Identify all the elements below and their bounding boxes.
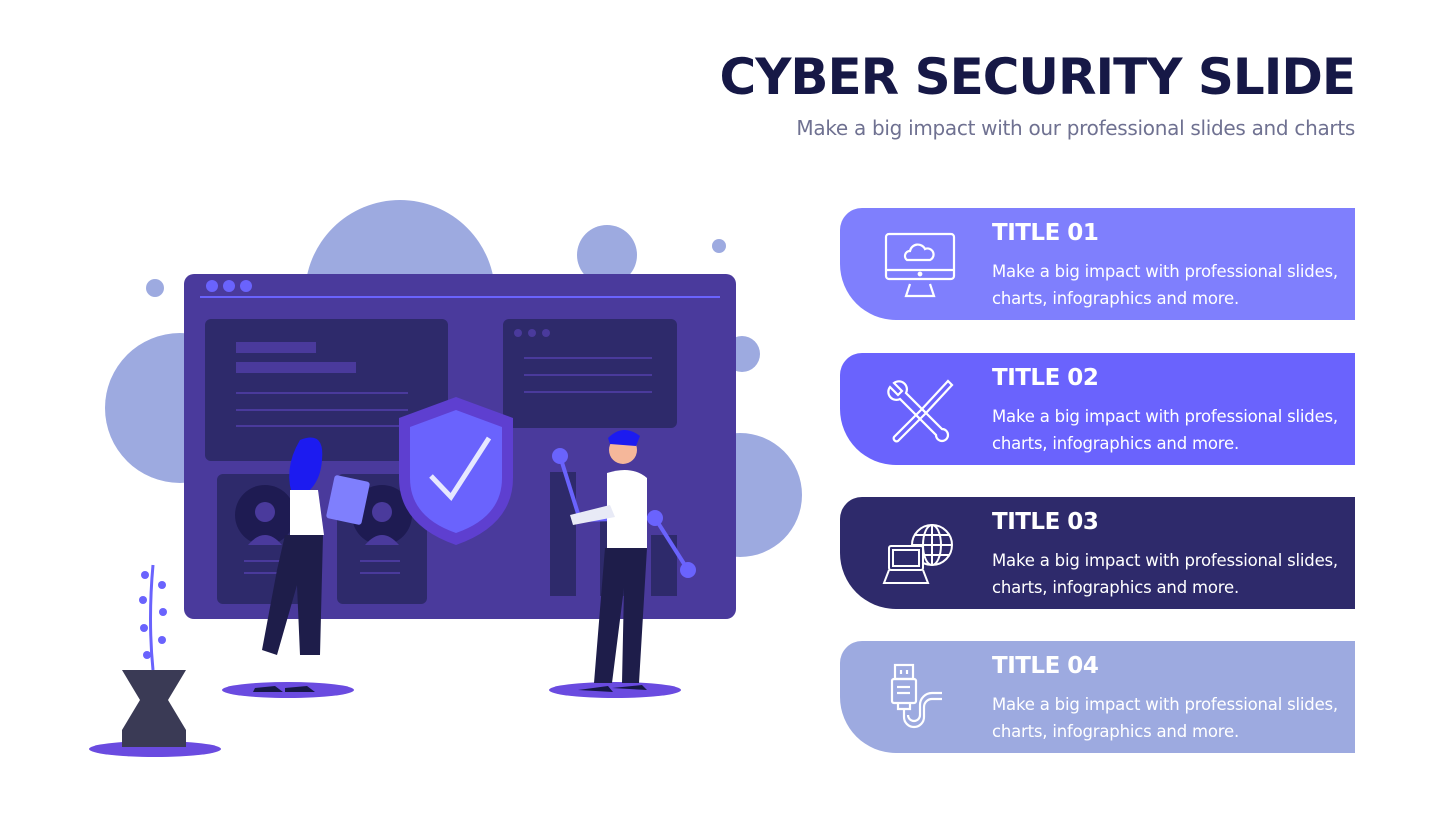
man-figure xyxy=(549,429,681,698)
card-title-04: TITLE 04 Make a big impact with professi… xyxy=(840,641,1355,753)
page-subtitle: Make a big impact with our professional … xyxy=(796,116,1355,140)
woman-figure xyxy=(222,437,370,698)
cloud-monitor-icon xyxy=(884,232,956,298)
card-title: TITLE 01 xyxy=(992,220,1099,246)
card-title: TITLE 02 xyxy=(992,365,1099,391)
card-title-03: TITLE 03 Make a big impact with professi… xyxy=(840,497,1355,609)
card-description: Make a big impact with professional slid… xyxy=(992,551,1338,597)
potted-plant xyxy=(89,564,221,757)
usb-cable-icon xyxy=(890,663,942,729)
shield-check-icon xyxy=(399,397,513,545)
card-title-01: TITLE 01 Make a big impact with professi… xyxy=(840,208,1355,320)
tools-icon xyxy=(887,379,954,443)
card-description: Make a big impact with professional slid… xyxy=(992,695,1338,741)
card-title-02: TITLE 02 Make a big impact with professi… xyxy=(840,353,1355,465)
card-title: TITLE 04 xyxy=(992,653,1099,679)
card-description: Make a big impact with professional slid… xyxy=(992,407,1338,453)
laptop-globe-icon xyxy=(882,524,953,584)
card-title: TITLE 03 xyxy=(992,509,1099,535)
page-title: CYBER SECURITY SLIDE xyxy=(719,48,1356,106)
cyber-security-illustration xyxy=(89,200,802,757)
card-description: Make a big impact with professional slid… xyxy=(992,262,1338,308)
